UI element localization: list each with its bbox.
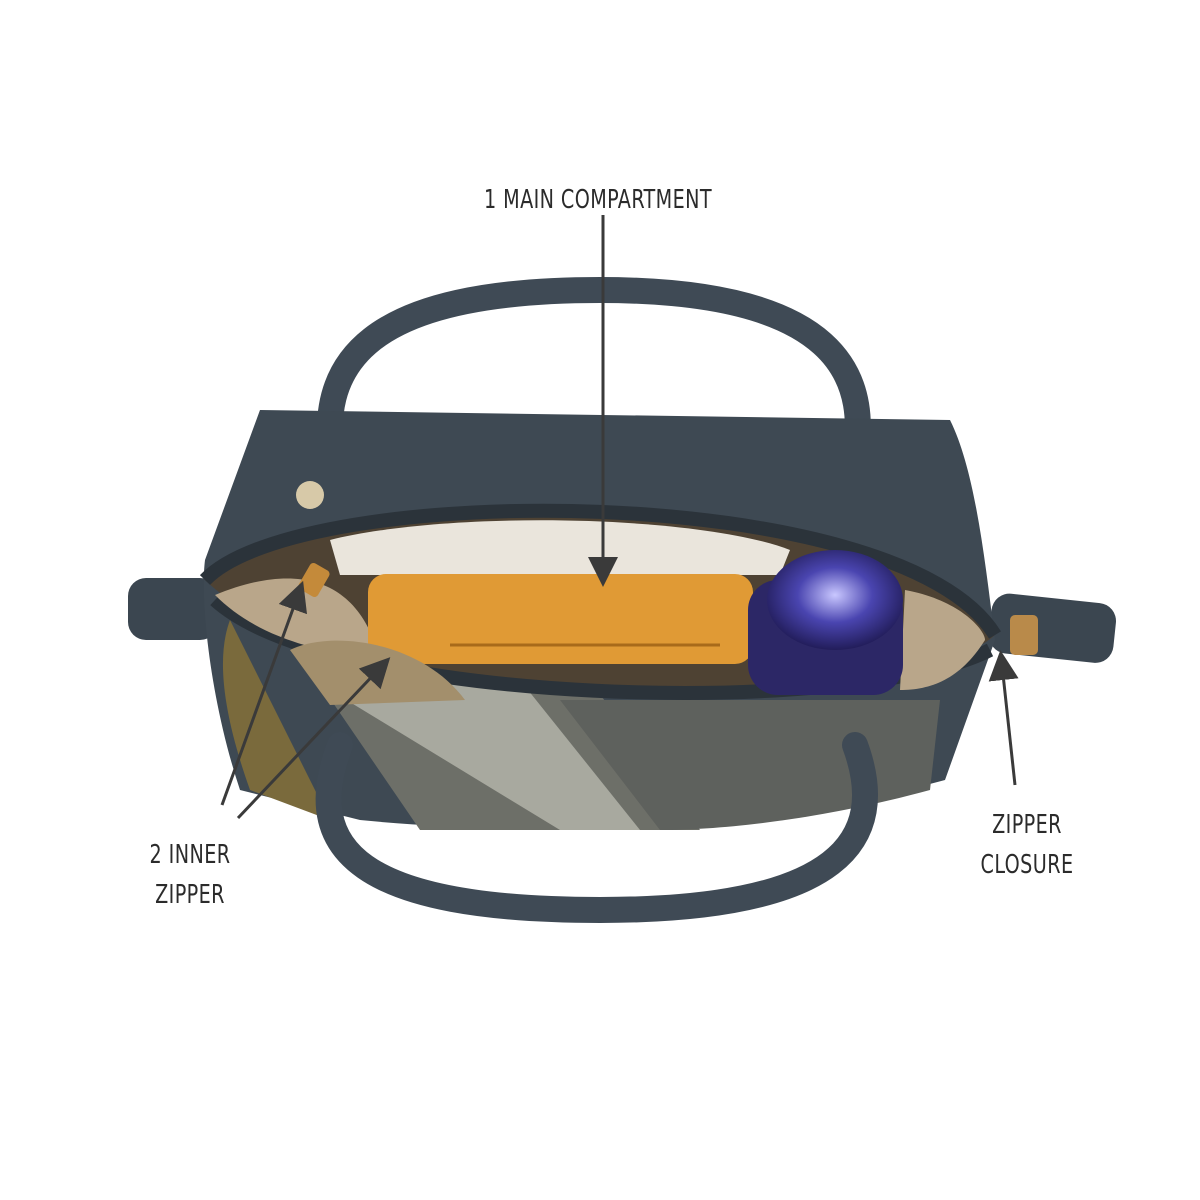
- book: [330, 520, 790, 575]
- zipper-closure-label-line1: ZIPPER: [992, 810, 1062, 840]
- inner-zipper-label-line1: 2 INNER: [149, 840, 231, 870]
- zipper-pull-right: [1010, 615, 1038, 655]
- zipper-closure-label-line2: CLOSURE: [980, 850, 1074, 880]
- inner-zipper-label-line2: ZIPPER: [155, 880, 225, 910]
- right-strap: [988, 593, 1116, 663]
- zipper-closure-arrow: [988, 650, 1019, 786]
- main-compartment-label: 1 MAIN COMPARTMENT: [483, 185, 713, 215]
- back-handle: [316, 276, 871, 493]
- front-handle: [315, 732, 879, 924]
- inner-zipper-arrow-1: [220, 580, 308, 806]
- inner-zipper-arrow-2: [236, 657, 391, 820]
- wallet: [368, 574, 753, 664]
- left-strap: [128, 578, 218, 640]
